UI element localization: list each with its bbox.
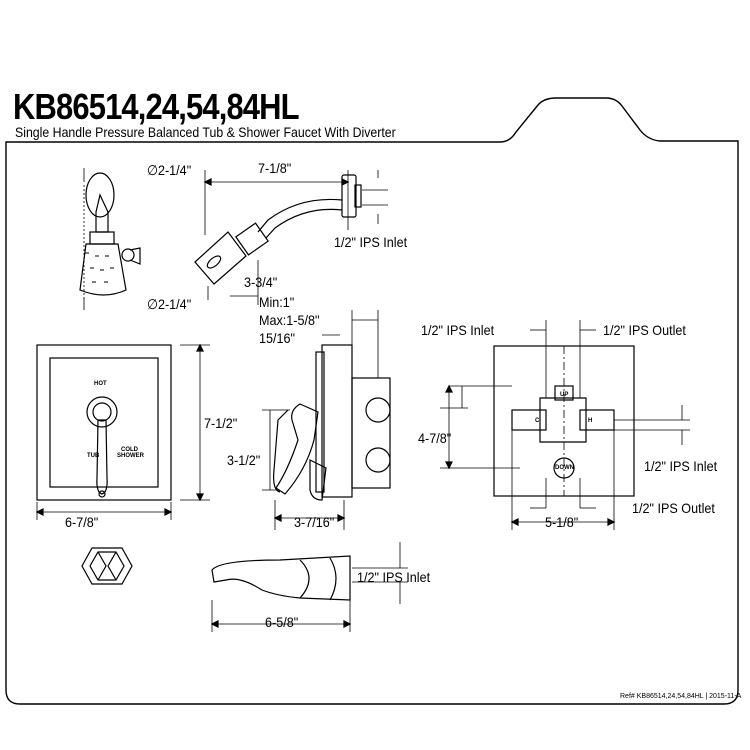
- label-cold: COLD: [121, 447, 138, 453]
- dim-valve-height: 4-7/8": [418, 430, 452, 446]
- dim-spout-length: 6-5/8": [265, 614, 299, 630]
- tub-spout-side-view: [210, 542, 408, 632]
- dim-wall-min: Min:1": [259, 294, 295, 310]
- dim-handle-projection: 3-7/16": [294, 514, 335, 530]
- valve-body-front-view: [440, 320, 690, 530]
- dim-head-diameter: ∅2-1/4": [147, 296, 192, 312]
- showerhead-side-view: [194, 170, 362, 305]
- sheet-frame: [5, 97, 739, 705]
- trim-plate-front-view: [35, 343, 210, 520]
- dim-valve-depth: 15/16": [259, 330, 296, 346]
- dim-shower-inlet: 1/2" IPS Inlet: [334, 234, 408, 250]
- dim-wall-max: Max:1-5/8": [259, 312, 320, 328]
- label-up: UP: [560, 392, 569, 398]
- dim-valve-inlet-top: 1/2" IPS Inlet: [421, 322, 495, 338]
- dim-flange-diameter: ∅2-1/4": [147, 162, 192, 178]
- handle-hub-front-view: [81, 547, 133, 585]
- label-h: H: [588, 418, 593, 424]
- label-tub: TUB: [87, 453, 100, 459]
- model-number-title: KB86514,24,54,84HL: [13, 86, 300, 127]
- dim-valve-outlet-top: 1/2" IPS Outlet: [603, 322, 686, 338]
- label-shower: SHOWER: [117, 453, 144, 459]
- label-c: C: [535, 418, 540, 424]
- label-down: DOWN: [555, 465, 574, 471]
- dim-valve-width: 5-1/8": [545, 514, 579, 530]
- dim-handle-height: 3-1/2": [227, 452, 261, 468]
- dim-plate-height: 7-1/2": [204, 415, 238, 431]
- product-description: Single Handle Pressure Balanced Tub & Sh…: [15, 124, 396, 140]
- dim-valve-outlet-bottom: 1/2" IPS Outlet: [632, 500, 715, 516]
- dim-plate-width: 6-7/8": [65, 514, 99, 530]
- reference-code: Ref# KB86514,24,54,84HL | 2015-11-A: [620, 693, 742, 700]
- valve-side-view: [262, 310, 391, 530]
- ips-inlet-leader-shower: [362, 170, 388, 224]
- dim-arm-length: 7-1/8": [258, 160, 292, 176]
- dim-spout-inlet: 1/2" IPS Inlet: [357, 569, 431, 585]
- dim-shower-drop: 3-3/4": [244, 274, 278, 290]
- showerhead-front-view: [79, 168, 141, 310]
- label-hot: HOT: [94, 381, 107, 387]
- dim-valve-inlet-right: 1/2" IPS Inlet: [644, 458, 718, 474]
